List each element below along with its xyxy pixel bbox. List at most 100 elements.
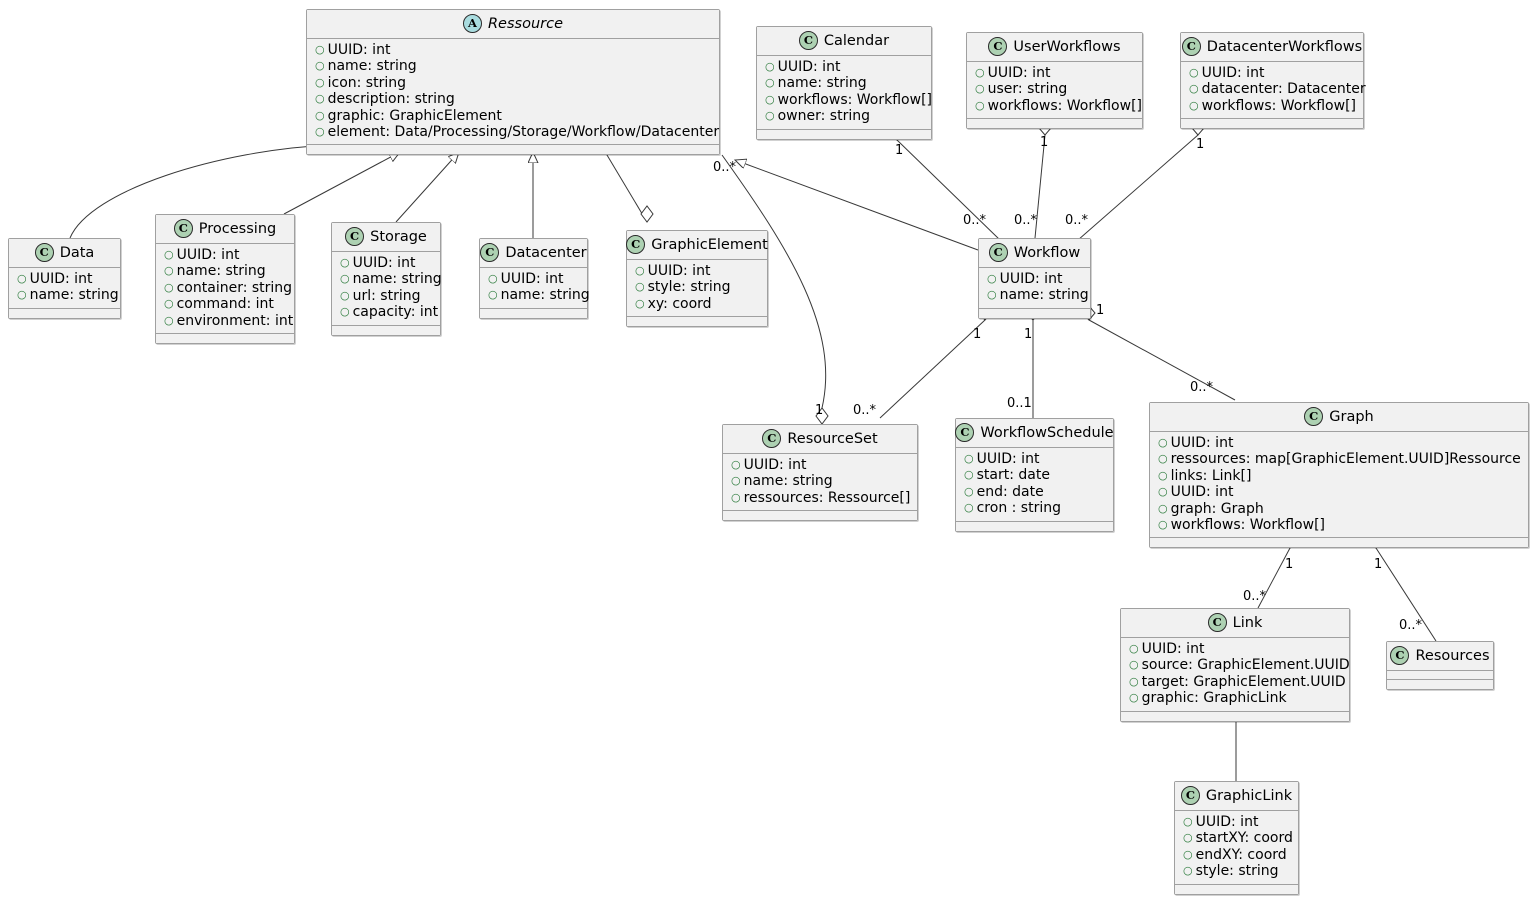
edge-ressource-graphicelement	[603, 149, 648, 223]
multiplicity-label: 1	[815, 403, 824, 418]
class-operations	[979, 308, 1090, 318]
concrete-class-icon: C	[345, 227, 365, 246]
visibility-marker: ○	[1158, 436, 1168, 449]
attribute-text: style: string	[647, 279, 731, 296]
visibility-marker: ○	[1158, 452, 1168, 466]
class-name: UserWorkflows	[1013, 38, 1121, 55]
attribute-row: ○owner: string	[765, 108, 923, 124]
class-box-workflow[interactable]: C Workflow ○UUID: int ○name: string	[978, 238, 1091, 319]
class-name: Processing	[198, 220, 277, 237]
visibility-marker: ○	[635, 296, 645, 310]
class-header: C Resources	[1387, 642, 1493, 671]
attribute-text: links: Link[]	[1170, 467, 1252, 484]
visibility-marker: ○	[164, 248, 174, 261]
attribute-text: graphic: GraphicElement	[327, 107, 502, 124]
class-name: Calendar	[823, 32, 890, 49]
multiplicity-label: 1	[973, 327, 982, 342]
class-operations	[332, 325, 440, 335]
attribute-row: ○UUID: int	[488, 271, 579, 287]
class-box-storage[interactable]: C Storage ○UUID: int ○name: string ○url:…	[331, 222, 442, 336]
class-box-graphicelement[interactable]: C GraphicElement ○UUID: int ○style: stri…	[626, 230, 768, 328]
class-operations	[1387, 680, 1493, 689]
class-box-workflowschedule[interactable]: C WorkflowSchedule ○UUID: int ○start: da…	[955, 418, 1114, 532]
attribute-text: name: string	[999, 287, 1089, 304]
class-attributes: ○UUID: int ○name: string ○workflows: Wor…	[757, 56, 932, 130]
attribute-text: UUID: int	[327, 42, 391, 58]
visibility-marker: ○	[340, 305, 350, 319]
class-box-link[interactable]: C Link ○UUID: int ○source: GraphicElemen…	[1120, 608, 1350, 722]
visibility-marker: ○	[1129, 691, 1139, 705]
visibility-marker: ○	[635, 264, 645, 277]
visibility-marker: ○	[731, 474, 741, 488]
class-box-data[interactable]: C Data ○UUID: int ○name: string	[8, 238, 121, 319]
class-operations	[1121, 711, 1349, 721]
class-header: C Data	[9, 239, 120, 268]
class-attributes: ○UUID: int ○start: date ○end: date ○cron…	[956, 448, 1113, 522]
class-box-graph[interactable]: C Graph ○UUID: int ○ressources: map[Grap…	[1149, 402, 1529, 549]
visibility-marker: ○	[164, 313, 174, 327]
visibility-marker: ○	[975, 66, 985, 79]
attribute-text: UUID: int	[743, 457, 807, 473]
attribute-row: ○UUID: int	[315, 42, 711, 58]
attribute-row: ○graph: Graph	[1158, 501, 1520, 517]
attribute-row: ○name: string	[731, 473, 909, 489]
class-header: C Calendar	[757, 27, 931, 56]
class-box-calendar[interactable]: C Calendar ○UUID: int ○name: string ○wor…	[756, 26, 932, 140]
visibility-marker: ○	[987, 272, 997, 285]
attribute-text: workflows: Workflow[]	[987, 97, 1142, 114]
visibility-marker: ○	[731, 458, 741, 471]
attribute-text: UUID: int	[1170, 435, 1234, 451]
visibility-marker: ○	[315, 92, 325, 106]
attribute-text: container: string	[176, 279, 293, 296]
class-box-userworkflows[interactable]: C UserWorkflows ○UUID: int ○user: string…	[966, 32, 1143, 130]
attribute-text: workflows: Workflow[]	[1201, 97, 1356, 114]
attribute-text: name: string	[777, 75, 867, 92]
visibility-marker: ○	[1189, 66, 1199, 79]
class-box-resources[interactable]: C Resources	[1386, 641, 1494, 690]
visibility-marker: ○	[488, 272, 498, 285]
attribute-row: ○source: GraphicElement.UUID	[1129, 657, 1350, 673]
attribute-row: ○UUID: int	[164, 247, 286, 263]
concrete-class-icon: C	[173, 219, 193, 238]
attribute-text: UUID: int	[1195, 814, 1259, 830]
class-header: C Link	[1121, 609, 1349, 638]
attribute-row: ○UUID: int	[1183, 814, 1290, 830]
visibility-marker: ○	[164, 280, 174, 294]
attribute-text: UUID: int	[987, 65, 1051, 81]
attribute-row: ○capacity: int	[340, 304, 438, 320]
class-box-ressource[interactable]: A Ressource ○UUID: int ○name: string ○ic…	[306, 9, 720, 156]
multiplicity-label: 1	[1024, 327, 1033, 342]
edge-workflow-ressource	[735, 160, 979, 251]
class-box-graphiclink[interactable]: C GraphicLink ○UUID: int ○startXY: coord…	[1174, 781, 1299, 895]
class-name: Ressource	[487, 15, 564, 32]
class-operations	[967, 119, 1142, 129]
multiplicity-label: 0..*	[1065, 213, 1089, 228]
attribute-text: ressources: Ressource[]	[743, 489, 911, 506]
attribute-row: ○name: string	[987, 287, 1089, 303]
attribute-row: ○graphic: GraphicLink	[1129, 690, 1341, 706]
attribute-row: ○user: string	[975, 81, 1134, 97]
visibility-marker: ○	[17, 272, 27, 285]
class-header: C ResourceSet	[723, 425, 917, 454]
visibility-marker: ○	[1189, 98, 1199, 112]
class-attributes: ○UUID: int ○name: string	[480, 268, 590, 309]
attribute-row: ○UUID: int	[987, 271, 1082, 287]
class-box-datacenterworkflows[interactable]: C DatacenterWorkflows ○UUID: int ○datace…	[1180, 32, 1366, 130]
class-name: Workflow	[1013, 244, 1081, 261]
visibility-marker: ○	[1158, 518, 1168, 532]
class-box-resourceset[interactable]: C ResourceSet ○UUID: int ○name: string ○…	[722, 424, 918, 522]
class-box-processing[interactable]: C Processing ○UUID: int ○name: string ○c…	[155, 214, 295, 345]
attribute-row: ○icon: string	[315, 75, 711, 91]
attribute-row: ○workflows: Workflow[]	[765, 92, 932, 108]
class-box-datacenter[interactable]: C Datacenter ○UUID: int ○name: string	[479, 238, 590, 319]
visibility-marker: ○	[315, 43, 325, 56]
class-header: C GraphicLink	[1175, 782, 1298, 811]
attribute-text: start: date	[976, 467, 1050, 484]
attribute-text: environment: int	[176, 312, 294, 329]
visibility-marker: ○	[964, 501, 974, 515]
class-name: Datacenter	[505, 244, 587, 261]
attribute-text: xy: coord	[647, 295, 712, 312]
class-attributes: ○UUID: int ○name: string ○container: str…	[156, 244, 294, 335]
visibility-marker: ○	[975, 98, 985, 112]
diamond-graphicelement	[640, 205, 654, 223]
